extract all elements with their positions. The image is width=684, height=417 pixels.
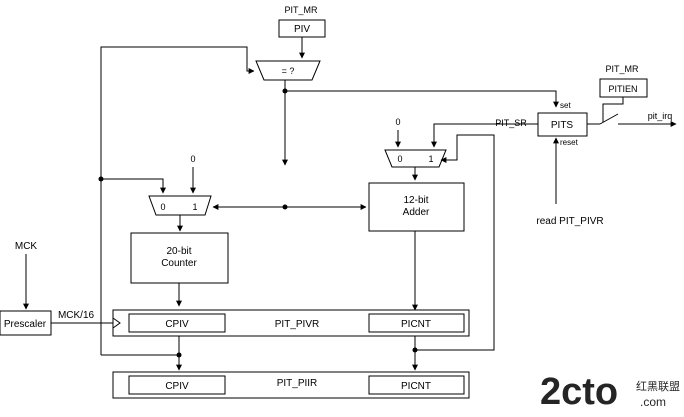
piir-picnt-label: PICNT — [401, 381, 431, 392]
adder-box — [368, 182, 465, 232]
reset-label: reset — [560, 138, 579, 147]
watermark-cn: 红黑联盟 — [636, 380, 680, 393]
pit-mr-top-label: PIT_MR — [284, 5, 318, 15]
right-mux-input1: 1 — [428, 154, 433, 164]
left-mux-input0: 0 — [160, 202, 165, 212]
pits-to-right-mux-wire — [431, 123, 538, 148]
feedback-to-left-mux-wire — [101, 178, 166, 194]
picnt-feedback-wire — [415, 134, 495, 351]
comparator-to-pits-wire — [285, 90, 559, 108]
left-mux-zero-label: 0 — [190, 154, 195, 164]
adder-line1: 12-bit — [403, 195, 428, 206]
pitien-to-switch-wire — [602, 97, 624, 122]
pits-label: PITS — [551, 120, 574, 131]
prescaler-box — [0, 310, 52, 336]
watermark-brand: 2cto — [540, 371, 618, 413]
junction-dot — [412, 347, 418, 353]
watermark-logo: 2cto 红黑联盟 .com — [540, 371, 680, 413]
pivr-cpiv-field — [128, 313, 226, 333]
right-mux-zero-label: 0 — [395, 117, 400, 127]
piir-picnt-field — [368, 375, 465, 395]
pivr-name-label: PIT_PIVR — [275, 319, 319, 330]
pitien-label: PITIEN — [608, 84, 637, 94]
pit-mr-right-label: PIT_MR — [605, 64, 639, 74]
and-switch — [599, 113, 619, 125]
adder-line2: Adder — [403, 207, 430, 218]
prescaler-label: Prescaler — [4, 319, 47, 330]
set-label: set — [560, 101, 571, 110]
clock-triangle — [112, 317, 121, 329]
read-pivr-label: read PIT_PIVR — [536, 216, 603, 227]
piv-label: PIV — [294, 24, 310, 35]
pit-irq-label: pit_irq — [648, 111, 673, 121]
piir-name-label: PIT_PIIR — [277, 378, 318, 389]
comparator-label: = ? — [282, 66, 295, 76]
right-mux-input0: 0 — [397, 154, 402, 164]
cpiv-feedback-wire — [100, 46, 255, 355]
piir-cpiv-field — [128, 375, 226, 395]
pivr-cpiv-label: CPIV — [165, 319, 189, 330]
counter-line2: Counter — [161, 258, 197, 269]
piir-cpiv-label: CPIV — [165, 381, 189, 392]
left-mux-shape — [148, 195, 212, 216]
mck16-label: MCK/16 — [58, 310, 95, 321]
pit-sr-label: PIT_SR — [495, 118, 527, 128]
right-mux-shape — [384, 149, 447, 168]
comparator-shape — [255, 60, 321, 81]
pivr-picnt-label: PICNT — [401, 319, 431, 330]
left-mux-input1: 1 — [192, 202, 197, 212]
mck-label: MCK — [15, 241, 38, 252]
watermark-suffix: .com — [640, 395, 666, 409]
counter-line1: 20-bit — [166, 246, 191, 257]
pivr-picnt-field — [368, 313, 465, 333]
